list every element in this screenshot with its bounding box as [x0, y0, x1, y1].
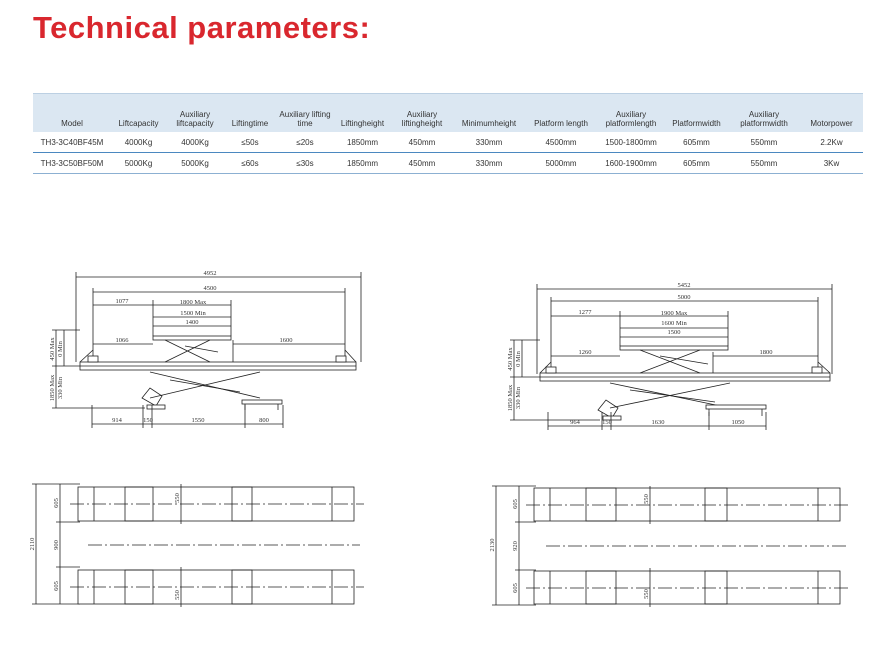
dim-label: 5000: [678, 294, 691, 301]
table-cell: 4000Kg: [166, 132, 224, 153]
col-header: Model: [33, 93, 111, 132]
dim-label: 1850 Max: [507, 384, 514, 411]
dim-label: 605: [512, 583, 519, 593]
dim-label: 150: [143, 417, 153, 424]
dim-label: 5452: [678, 282, 691, 289]
table-cell: 2.2Kw: [800, 132, 863, 153]
table-cell: 1850mm: [334, 152, 391, 174]
table-row: TH3-3C40BF45M 4000Kg 4000Kg ≤50s ≤20s 18…: [33, 132, 863, 153]
dim-label: 150: [602, 419, 612, 426]
dim-label: 1500 Min: [180, 310, 206, 317]
dim-label: 450 Max: [49, 337, 56, 361]
col-header: Motorpower: [800, 93, 863, 132]
table-cell: 5000Kg: [111, 152, 166, 174]
side-view-left: [52, 272, 362, 428]
table-cell: 330mm: [453, 132, 525, 153]
dim-label: 1066: [116, 337, 130, 344]
dim-label: 605: [53, 498, 60, 508]
page-title: Technical parameters:: [33, 10, 371, 45]
table-cell: 4500mm: [525, 132, 597, 153]
dim-label: 550: [174, 590, 181, 600]
col-header: Auxiliary lifting time: [276, 93, 334, 132]
dim-label: 0 Min: [57, 340, 64, 356]
dim-label: 1630: [652, 419, 665, 426]
table-cell: TH3-3C40BF45M: [33, 132, 111, 153]
dim-label: 330 Min: [515, 386, 522, 409]
dim-label: 800: [259, 417, 269, 424]
dim-label: 605: [512, 499, 519, 509]
table-cell: 605mm: [665, 152, 728, 174]
table-cell: 1850mm: [334, 132, 391, 153]
col-header: Auxiliary liftingheight: [391, 93, 453, 132]
spec-table: Model Liftcapacity Auxiliary liftcapacit…: [33, 93, 863, 174]
dim-label: 1277: [579, 309, 593, 316]
table-cell: ≤30s: [276, 152, 334, 174]
col-header: Minimumheight: [453, 93, 525, 132]
table-cell: 5000mm: [525, 152, 597, 174]
dim-label: 1850 Max: [49, 374, 56, 401]
dim-label: 1800: [760, 349, 773, 356]
dim-label: 0 Min: [515, 350, 522, 366]
col-header: Platform length: [525, 93, 597, 132]
table-cell: 3Kw: [800, 152, 863, 174]
dim-label: 605: [53, 581, 60, 591]
table-cell: 330mm: [453, 152, 525, 174]
dim-label: 1077: [116, 298, 130, 305]
col-header: Liftingheight: [334, 93, 391, 132]
dim-label: 914: [112, 417, 123, 424]
col-header: Auxiliary platformwidth: [728, 93, 800, 132]
table-cell: TH3-3C50BF50M: [33, 152, 111, 174]
table-cell: 550mm: [728, 132, 800, 153]
dim-label: 1050: [732, 419, 745, 426]
dim-label: 550: [643, 589, 650, 599]
table-cell: 550mm: [728, 152, 800, 174]
table-cell: ≤50s: [224, 132, 276, 153]
dim-label: 4500: [204, 285, 217, 292]
side-view-right: [510, 284, 833, 430]
dim-label: 2130: [489, 539, 496, 552]
dim-label: 1550: [192, 417, 205, 424]
dim-label: 450 Max: [507, 347, 514, 371]
dim-label: 550: [643, 494, 650, 504]
table-cell: 1500-1800mm: [597, 132, 665, 153]
dim-label: 550: [174, 493, 181, 503]
dim-label: 1900 Max: [661, 310, 688, 317]
table-row: TH3-3C50BF50M 5000Kg 5000Kg ≤60s ≤30s 18…: [33, 152, 863, 174]
dim-label: 964: [570, 419, 581, 426]
dim-label: 330 Min: [57, 376, 64, 399]
dim-label: 4952: [204, 270, 217, 277]
table-cell: 450mm: [391, 132, 453, 153]
dim-label: 1600: [280, 337, 293, 344]
table-cell: ≤20s: [276, 132, 334, 153]
dim-label: 2110: [29, 538, 36, 551]
col-header: Platformwidth: [665, 93, 728, 132]
col-header: Liftingtime: [224, 93, 276, 132]
dim-label: 1400: [186, 319, 199, 326]
table-cell: 605mm: [665, 132, 728, 153]
table-cell: 5000Kg: [166, 152, 224, 174]
table-cell: ≤60s: [224, 152, 276, 174]
top-view-right: [492, 485, 850, 607]
dim-label: 920: [512, 541, 519, 551]
dim-label: 1260: [579, 349, 592, 356]
table-cell: 4000Kg: [111, 132, 166, 153]
dim-label: 1800 Max: [180, 299, 207, 306]
dim-label: 1500: [668, 329, 681, 336]
dim-label: 1600 Min: [661, 320, 687, 327]
table-header-row: Model Liftcapacity Auxiliary liftcapacit…: [33, 93, 863, 132]
dim-label: 900: [53, 540, 60, 550]
col-header: Auxiliary liftcapacity: [166, 93, 224, 132]
top-view-left: [32, 483, 364, 607]
table-cell: 450mm: [391, 152, 453, 174]
col-header: Auxiliary platformlength: [597, 93, 665, 132]
col-header: Liftcapacity: [111, 93, 166, 132]
table-cell: 1600-1900mm: [597, 152, 665, 174]
